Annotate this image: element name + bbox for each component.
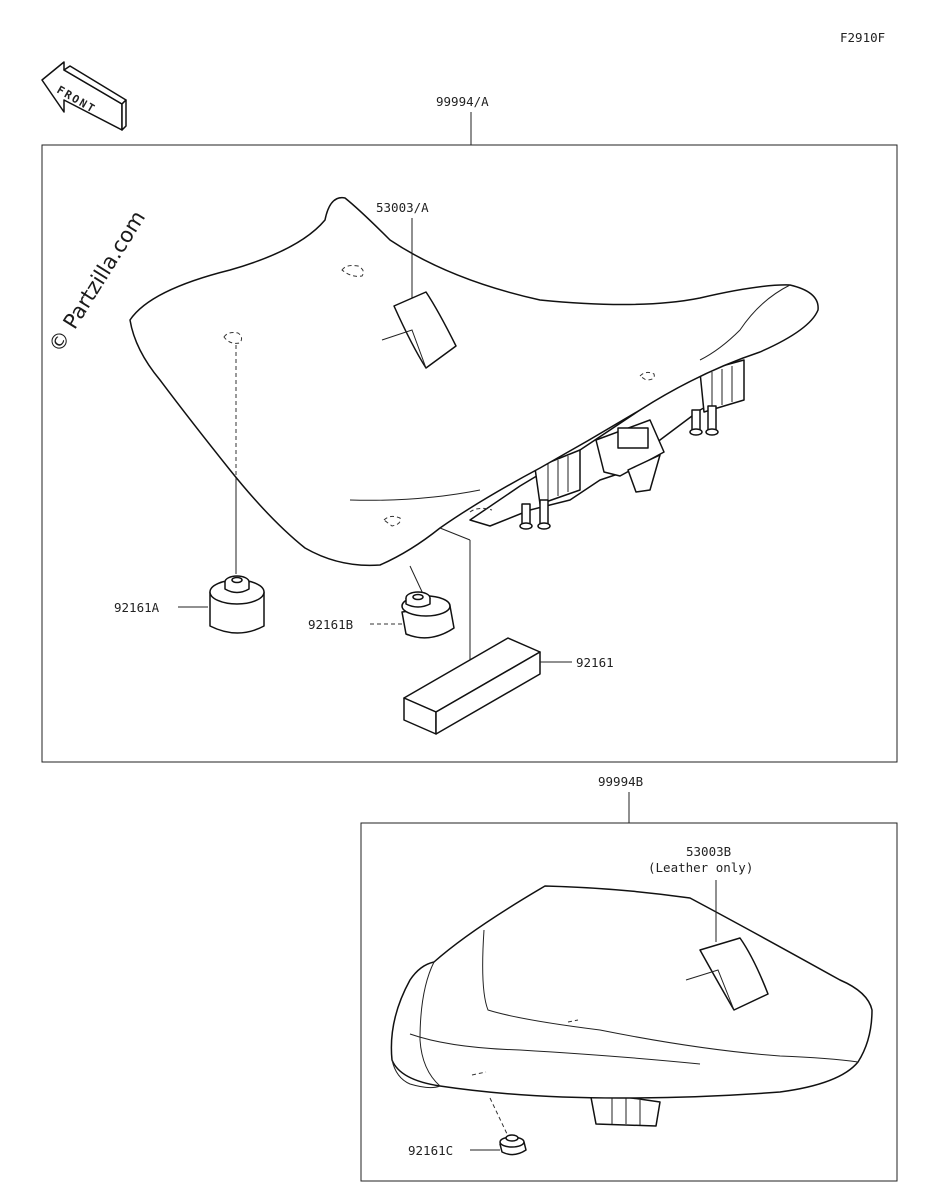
rear-seat (390, 885, 873, 1127)
assembly-a-label: 99994/A (436, 94, 489, 109)
emblem-a (393, 291, 457, 369)
damper-a (209, 575, 265, 634)
emblem-b-label: 53003B (686, 844, 731, 859)
damper-c (499, 1134, 527, 1156)
damper-b-label: 92161B (308, 617, 353, 632)
damper-b (401, 591, 455, 639)
assembly-b-frame (360, 822, 898, 1182)
block-label: 92161 (576, 655, 614, 670)
damper-c-label: 92161C (408, 1143, 453, 1158)
emblem-a-label: 53003/A (376, 200, 429, 215)
emblem-b-note: (Leather only) (648, 860, 753, 875)
figure-code: F2910F (840, 30, 885, 45)
assembly-b-label: 99994B (598, 774, 643, 789)
front-seat (129, 196, 819, 567)
front-arrow-icon: FRONT (41, 61, 127, 131)
damper-a-label: 92161A (114, 600, 160, 615)
rubber-block (403, 637, 541, 735)
assembly-a-frame (41, 144, 898, 763)
